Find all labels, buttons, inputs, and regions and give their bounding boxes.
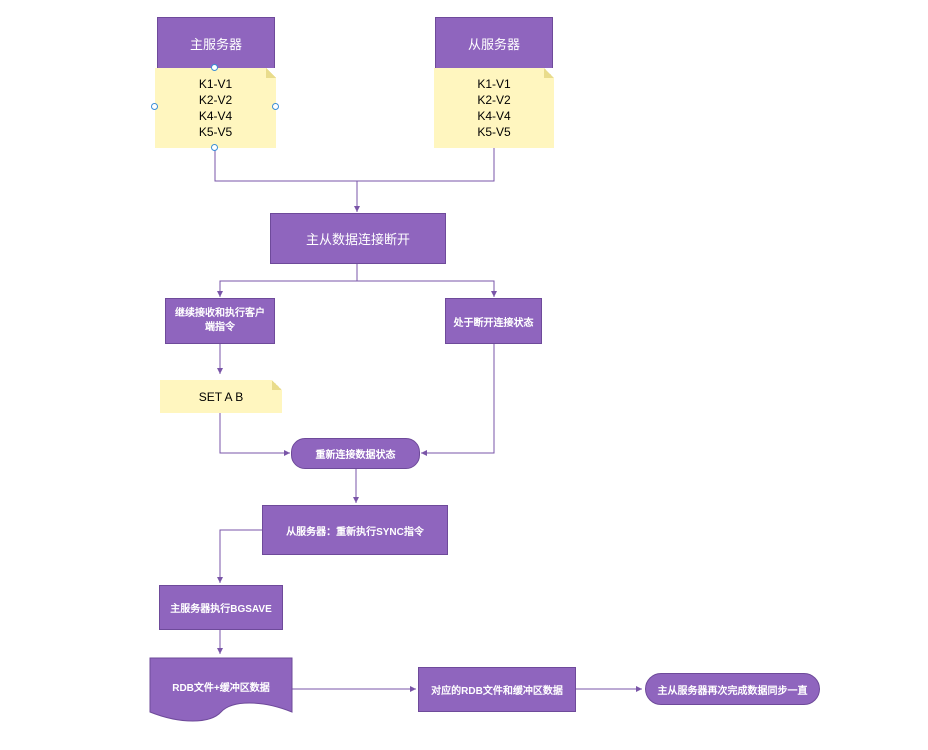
line-disconnect-to-state [357, 280, 497, 297]
continue-exec-step-text: 继续接收和执行客户端指令 [175, 308, 265, 333]
selection-handle-left[interactable] [151, 103, 158, 110]
set-command-text: SET A B [198, 389, 244, 404]
master-entry: K2-V2 [198, 93, 233, 107]
disconnected-state-step[interactable]: 处于断开连接状态 [445, 298, 542, 344]
master-entry: K1-V1 [198, 77, 233, 91]
send-rdb-step-text: 对应的RDB文件和缓冲区数据 [431, 686, 563, 697]
set-command-note[interactable]: SET A B [160, 380, 282, 413]
master-data-note[interactable]: K1-V1 K2-V2 K4-V4 K5-V5 [155, 68, 276, 148]
master-entry: K5-V5 [198, 125, 233, 139]
line-sync-to-bgsave [217, 529, 262, 583]
line-slave-to-merge [357, 148, 495, 182]
line-disconnect-split [217, 264, 358, 297]
disconnect-step[interactable]: 主从数据连接断开 [270, 213, 446, 264]
reconnect-step-text: 重新连接数据状态 [315, 450, 396, 461]
rdb-buffer-step[interactable]: RDB文件+缓冲区数据 [150, 668, 292, 704]
sync-complete-step-text: 主从服务器再次完成数据同步一直 [657, 685, 808, 697]
resync-step-text: 从服务器：重新执行SYNC指令 [286, 526, 424, 538]
master-server-title[interactable]: 主服务器 [157, 17, 275, 69]
slave-data-note[interactable]: K1-V1 K2-V2 K4-V4 K5-V5 [434, 68, 554, 148]
bgsave-step[interactable]: 主服务器执行BGSAVE [159, 585, 283, 630]
line-set-to-reconnect [219, 413, 290, 456]
continue-exec-step[interactable]: 继续接收和执行客户端指令 [165, 298, 275, 344]
slave-entry: K1-V1 [477, 77, 511, 91]
rdb-buffer-step-text: RDB文件+缓冲区数据 [172, 682, 270, 694]
rdb-document-shape [149, 657, 293, 722]
line-state-to-reconnect [421, 344, 495, 456]
slave-entry: K2-V2 [477, 93, 511, 107]
sync-complete-step[interactable]: 主从服务器再次完成数据同步一直 [645, 673, 820, 705]
slave-server-title[interactable]: 从服务器 [435, 17, 553, 69]
slave-entry: K5-V5 [477, 125, 511, 139]
selection-handle-top[interactable] [211, 64, 218, 71]
master-server-title-text: 主服务器 [189, 36, 242, 52]
send-rdb-step[interactable]: 对应的RDB文件和缓冲区数据 [418, 667, 576, 712]
disconnected-state-step-text: 处于断开连接状态 [453, 317, 534, 329]
reconnect-step[interactable]: 重新连接数据状态 [291, 438, 420, 469]
line-master-to-merge [214, 148, 357, 182]
disconnect-step-text: 主从数据连接断开 [305, 232, 410, 247]
selection-handle-right[interactable] [272, 103, 279, 110]
slave-entry: K4-V4 [477, 109, 511, 123]
bgsave-step-text: 主服务器执行BGSAVE [170, 604, 272, 615]
slave-server-title-text: 从服务器 [467, 36, 520, 52]
master-entry: K4-V4 [198, 109, 233, 123]
selection-handle-bottom[interactable] [211, 144, 218, 151]
resync-step[interactable]: 从服务器：重新执行SYNC指令 [262, 505, 448, 555]
